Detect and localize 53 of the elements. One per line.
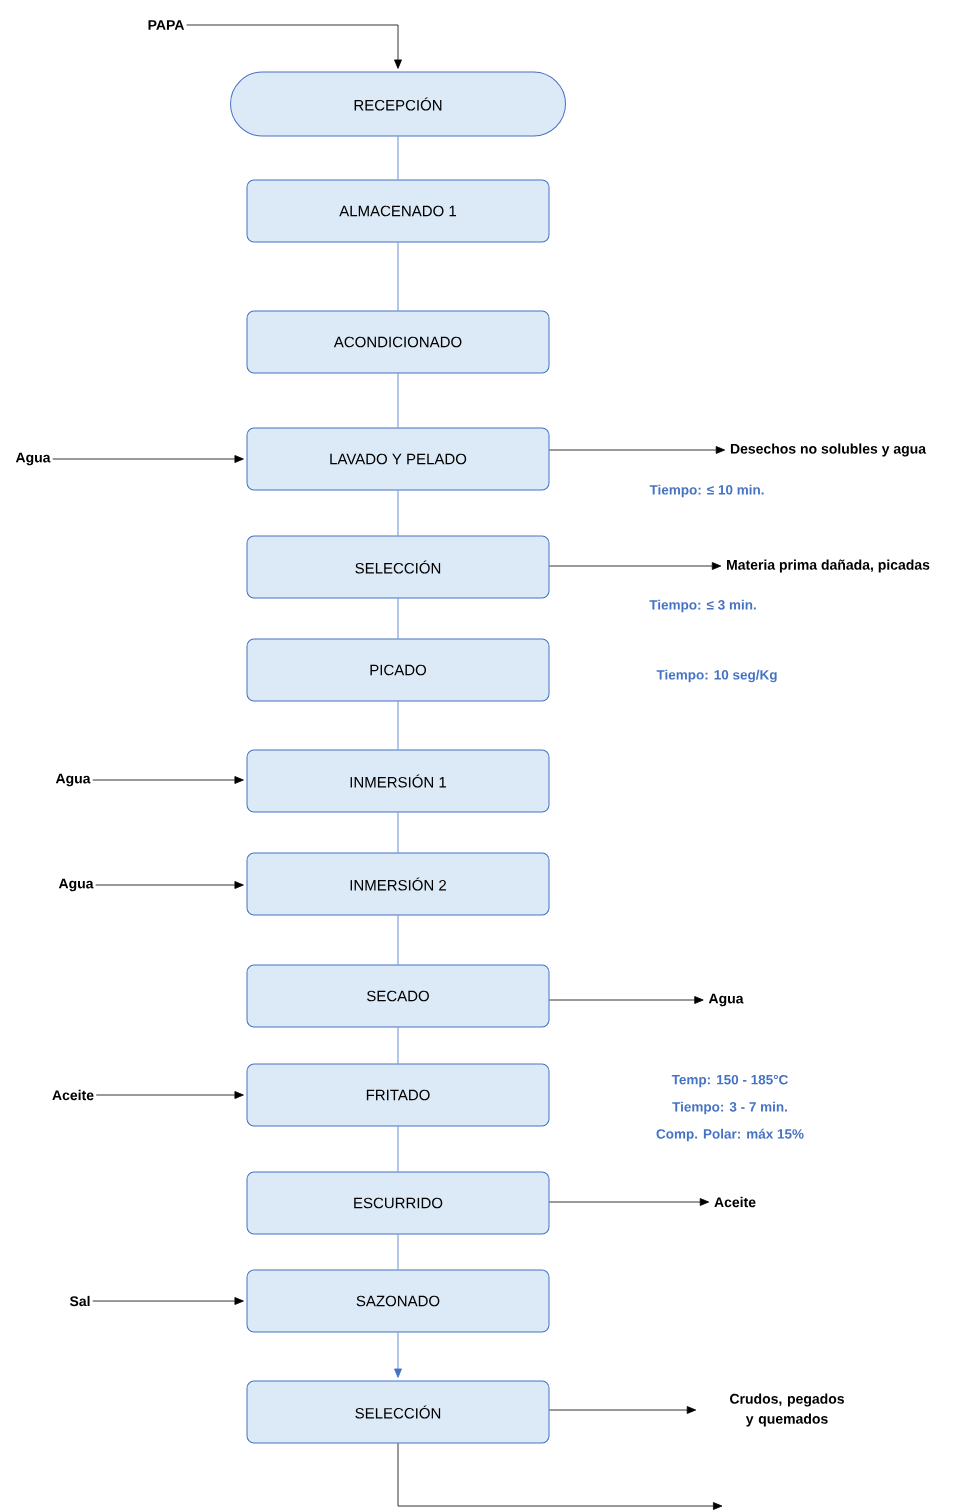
connector-line	[397, 701, 399, 750]
connector-line	[397, 812, 399, 853]
connector-line	[397, 1027, 399, 1064]
note-text: Temp: 150 - 185°C	[671, 1074, 788, 1088]
process-box: ACONDICIONADO	[246, 310, 550, 374]
connector-line	[397, 373, 399, 428]
process-box: SECADO	[246, 964, 550, 1028]
arrow	[549, 996, 704, 1004]
process-box: SELECCIÓN	[246, 1380, 550, 1444]
process-box: SAZONADO	[246, 1269, 550, 1333]
arrow	[186, 24, 402, 69]
note-text: Tiempo: 10 seg/Kg	[656, 669, 777, 683]
arrow	[52, 455, 244, 463]
arrow	[549, 562, 722, 570]
connector-line	[397, 1234, 399, 1270]
process-box: ESCURRIDO	[246, 1171, 550, 1235]
flow-label: Crudos, pegados y quemados	[730, 1393, 844, 1427]
arrow	[549, 1198, 710, 1206]
process-box: LAVADO Y PELADO	[246, 427, 550, 491]
process-box: ALMACENADO 1	[246, 179, 550, 243]
flow-label: Sal	[69, 1295, 90, 1307]
process-box: SELECCIÓN	[246, 535, 550, 599]
process-box: INMERSIÓN 2	[246, 852, 550, 916]
connector-line	[397, 598, 399, 639]
process-box: INMERSIÓN 1	[246, 749, 550, 813]
flow-label: Materia prima dañada, picadas	[727, 559, 930, 573]
flow-label: Aceite	[52, 1089, 94, 1101]
arrow	[397, 1443, 723, 1510]
arrow	[95, 881, 244, 889]
connector-line	[397, 242, 399, 311]
connector-line	[397, 1126, 399, 1172]
flow-label: Agua	[15, 452, 51, 466]
arrow	[394, 1332, 402, 1378]
connector-line	[397, 490, 399, 536]
arrow	[92, 776, 244, 784]
connector-line	[397, 915, 399, 965]
flow-label: Desechos no solubles y agua	[730, 443, 927, 457]
process-box: FRITADO	[246, 1063, 550, 1127]
connector-line	[397, 136, 399, 180]
flow-label: Agua	[55, 773, 91, 787]
flow-label: PAPA	[148, 20, 185, 30]
arrow	[95, 1091, 244, 1099]
note-text: Tiempo: ≤ 10 min.	[649, 484, 764, 498]
note-text: Tiempo: 3 - 7 min.	[672, 1101, 787, 1115]
arrow	[549, 446, 726, 454]
arrow	[92, 1297, 244, 1305]
flow-label: Aceite	[714, 1196, 756, 1208]
note-text: Comp. Polar: máx 15%	[656, 1128, 804, 1142]
arrow	[549, 1406, 697, 1414]
note-text: Tiempo: ≤ 3 min.	[649, 599, 756, 613]
process-box: PICADO	[246, 638, 550, 702]
flow-label: Agua	[58, 878, 94, 892]
flow-label: Agua	[708, 993, 744, 1007]
